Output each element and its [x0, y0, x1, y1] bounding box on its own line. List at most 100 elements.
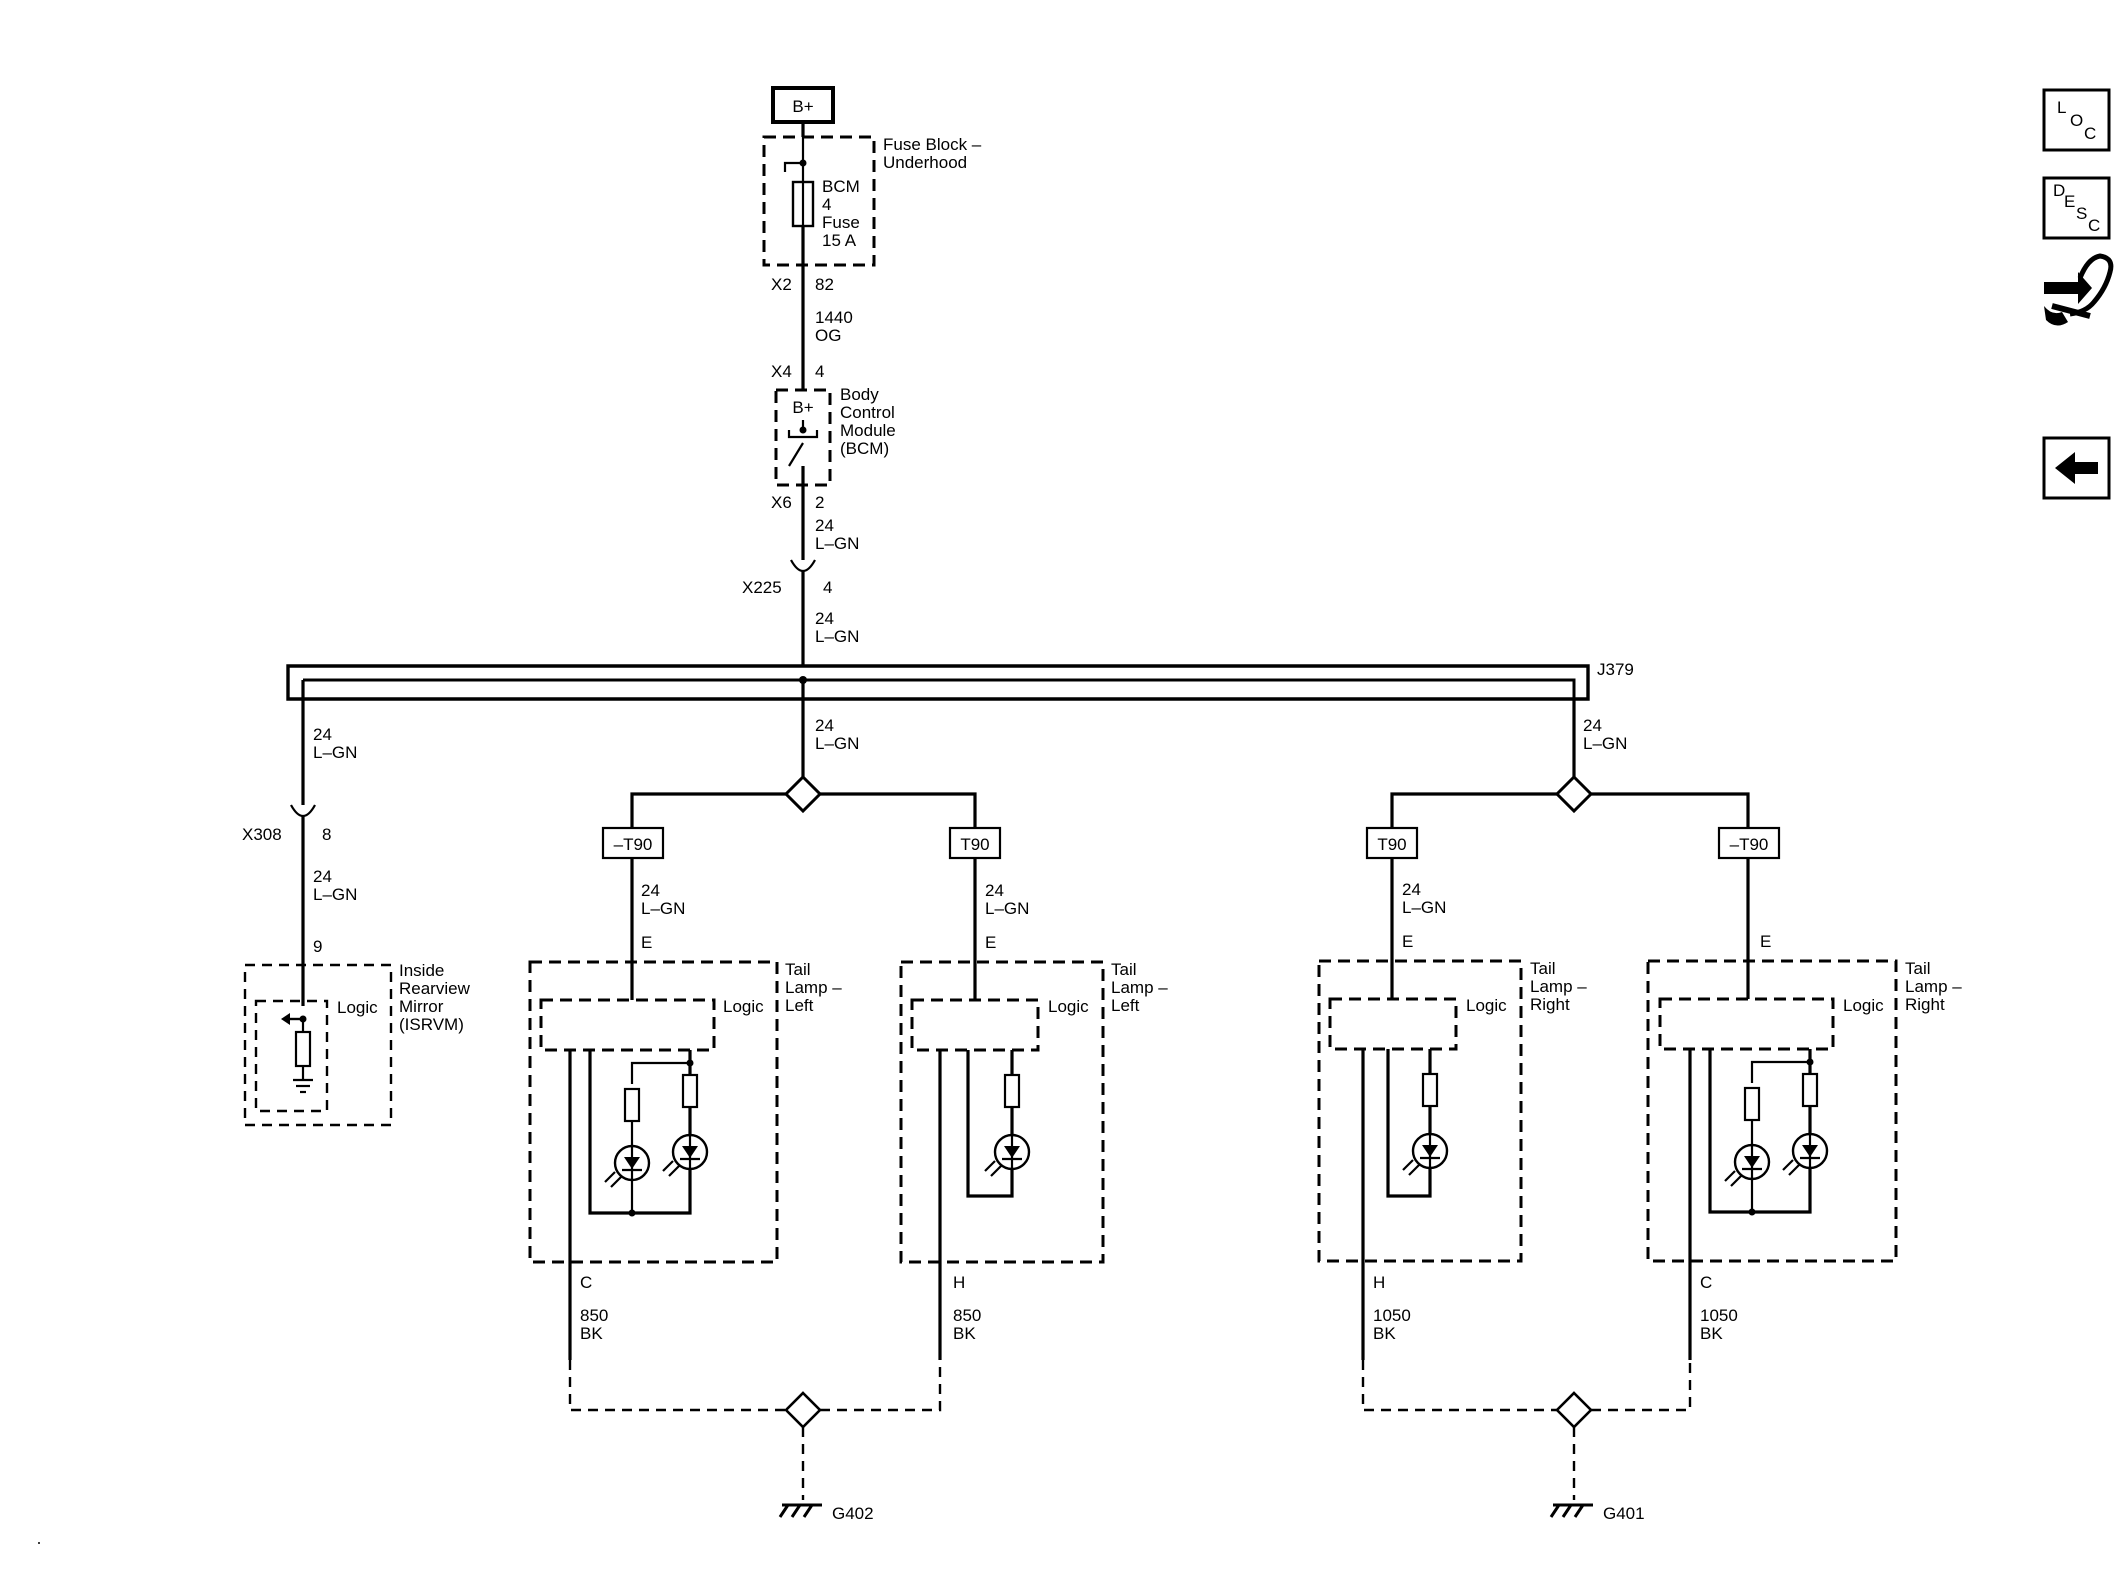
- x308-connector: X308: [242, 825, 282, 844]
- lamp3-name-1: Tail: [1530, 959, 1556, 978]
- lamp1-name-3: Left: [785, 996, 814, 1015]
- lamp4-ground-color: BK: [1700, 1324, 1723, 1343]
- b-plus-label: B+: [792, 97, 813, 116]
- desc-letter-c: C: [2088, 216, 2100, 235]
- inline-connector-x225: [790, 559, 816, 666]
- bcm-in-connector: X4: [771, 362, 792, 381]
- lamp3-name-3: Right: [1530, 995, 1570, 1014]
- lamp4-led-b-icon: [1782, 1132, 1829, 1176]
- location-button[interactable]: L O C: [2042, 88, 2111, 152]
- ground-g401-label: G401: [1603, 1504, 1645, 1523]
- lamp3-wire-circuit: 24: [1402, 880, 1421, 899]
- lamp4-resistor-b: [1801, 1072, 1819, 1108]
- lamp3-led-icon: [1402, 1132, 1449, 1176]
- lamp2-pin: E: [985, 933, 996, 952]
- svg-text:–T90: –T90: [614, 835, 653, 854]
- branch-right-color: L–GN: [1583, 734, 1627, 753]
- lamp1-resistor-b: [681, 1073, 699, 1109]
- x225-connector: X225: [742, 578, 782, 597]
- lamp1-wire-circuit: 24: [641, 881, 660, 900]
- lamp1-name-1: Tail: [785, 960, 811, 979]
- back-button[interactable]: [2042, 436, 2111, 500]
- tail-lamp-left-2: Logic Tail Lamp – Left: [899, 960, 1168, 1265]
- lamp2-logic: Logic: [1048, 997, 1089, 1016]
- ground-splice-left: [784, 1391, 822, 1429]
- isrvm-name-3: Mirror: [399, 997, 444, 1016]
- isrvm-name-2: Rearview: [399, 979, 471, 998]
- lamp2-wire-color: L–GN: [985, 899, 1029, 918]
- description-button[interactable]: D E S C: [2042, 176, 2111, 240]
- lamp1-ground-color: BK: [580, 1324, 603, 1343]
- lamp4-name-3: Right: [1905, 995, 1945, 1014]
- branch-center-color: L–GN: [815, 734, 859, 753]
- isrvm-logic: Logic: [337, 998, 378, 1017]
- lamp1-led-b-icon: [662, 1133, 709, 1177]
- ground-g401-icon: [1549, 1503, 1593, 1518]
- ground-g402-label: G402: [832, 1504, 874, 1523]
- isrvm-name-4: (ISRVM): [399, 1015, 464, 1034]
- bcm-out-pin: 2: [815, 493, 824, 512]
- back-arrow-icon: [2055, 452, 2098, 484]
- bcm-out-connector: X6: [771, 493, 792, 512]
- option-code-b: T90: [948, 826, 1002, 860]
- branch-right-circuit: 24: [1583, 716, 1602, 735]
- lamp3-ground-color: BK: [1373, 1324, 1396, 1343]
- lamp1-resistor-a: [623, 1087, 641, 1123]
- loc-letter-o: O: [2070, 111, 2083, 130]
- fuse-block-name-2: Underhood: [883, 153, 967, 172]
- wire-x225-out-circuit: 24: [815, 609, 834, 628]
- wire-x308-out-color: L–GN: [313, 885, 357, 904]
- isrvm-resistor: [294, 1030, 312, 1068]
- svg-text:T90: T90: [960, 835, 989, 854]
- lamp2-ground-color: BK: [953, 1324, 976, 1343]
- b-plus-supply: B+: [771, 86, 835, 124]
- lamp2-name-1: Tail: [1111, 960, 1137, 979]
- branch-center-circuit: 24: [815, 716, 834, 735]
- desc-letter-s: S: [2076, 204, 2087, 223]
- bcm-switch: [788, 442, 804, 467]
- body-control-module: B+ Body Control Module (BCM): [774, 385, 896, 487]
- bcm-name-1: Body: [840, 385, 879, 404]
- lamp1-name-2: Lamp –: [785, 978, 842, 997]
- loc-letter-l: L: [2057, 98, 2066, 117]
- fuse-block-pin: 82: [815, 275, 834, 294]
- lamp3-name-2: Lamp –: [1530, 977, 1587, 996]
- lamp4-led-a-icon: [1724, 1143, 1771, 1187]
- lamp3-logic: Logic: [1466, 996, 1507, 1015]
- desc-letter-d: D: [2053, 181, 2065, 200]
- wire-x225-out-color: L–GN: [815, 627, 859, 646]
- fuse-block-underhood: BCM 4 Fuse 15 A Fuse Block – Underhood: [762, 135, 982, 267]
- wire-bcm-out-color: L–GN: [815, 534, 859, 553]
- fuse-label-2: 4: [822, 195, 831, 214]
- loc-letter-c: C: [2084, 124, 2096, 143]
- branch-left-color: L–GN: [313, 743, 357, 762]
- tail-lamp-right-1: Logic Tail Lamp – Right: [1317, 959, 1587, 1265]
- lamp3-resistor: [1421, 1072, 1439, 1108]
- x225-pin: 4: [823, 578, 832, 597]
- lamp2-ground-circuit: 850: [953, 1306, 981, 1325]
- lamp1-wire-color: L–GN: [641, 899, 685, 918]
- tail-lamp-left-1: Logic Tail Lamp – Left: [528, 960, 842, 1265]
- inside-rearview-mirror: Logic Inside Rearview Mirror (ISRVM): [243, 961, 471, 1127]
- lamp1-ground-pin: C: [580, 1273, 592, 1292]
- lamp2-ground-pin: H: [953, 1273, 965, 1292]
- desc-letter-e: E: [2064, 192, 2075, 211]
- lamp2-wire-circuit: 24: [985, 881, 1004, 900]
- wire-og-circuit: 1440: [815, 308, 853, 327]
- lamp4-resistor-a: [1743, 1086, 1761, 1122]
- option-code-a: –T90: [601, 826, 665, 860]
- bcm-name-4: (BCM): [840, 439, 889, 458]
- option-code-d: –T90: [1717, 826, 1781, 860]
- lamp3-wire-color: L–GN: [1402, 898, 1446, 917]
- ground-splice-right: [1555, 1391, 1593, 1429]
- fuse-block-connector: X2: [771, 275, 792, 294]
- option-split-right: [1554, 774, 1594, 814]
- lamp2-resistor: [1003, 1073, 1021, 1109]
- option-code-c: T90: [1365, 826, 1419, 860]
- lamp3-ground-circuit: 1050: [1373, 1306, 1411, 1325]
- lamp1-ground-circuit: 850: [580, 1306, 608, 1325]
- isrvm-pin: 9: [313, 937, 322, 956]
- connector-tool-icon[interactable]: [2044, 253, 2114, 326]
- lamp2-led-icon: [984, 1133, 1031, 1177]
